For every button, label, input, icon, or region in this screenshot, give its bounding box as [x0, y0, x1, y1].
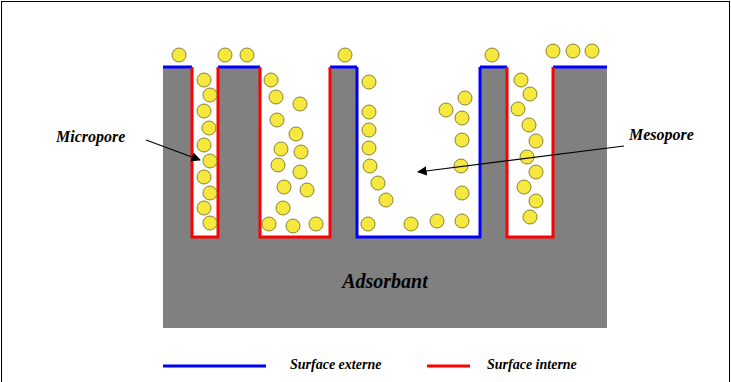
molecule: [455, 133, 469, 147]
molecule: [529, 134, 543, 148]
molecule: [520, 150, 534, 164]
legend-line-sample: [163, 365, 266, 368]
molecule: [338, 48, 352, 62]
molecule: [277, 180, 291, 194]
molecule: [485, 48, 499, 62]
molecule: [455, 111, 469, 125]
molecule: [458, 91, 472, 105]
molecule: [197, 138, 211, 152]
adsorbate-molecules: [172, 44, 599, 233]
molecule: [203, 154, 217, 168]
molecule: [439, 103, 453, 117]
molecule: [430, 214, 444, 228]
molecule: [262, 217, 276, 231]
legend-line-sample: [427, 365, 470, 368]
molecule: [362, 141, 376, 155]
molecule: [455, 214, 469, 228]
molecule: [197, 104, 211, 118]
pore-label: Micropore: [56, 128, 125, 146]
molecule: [566, 44, 580, 58]
molecule: [362, 105, 376, 119]
molecule: [379, 193, 393, 207]
molecule: [269, 90, 283, 104]
pore-label: Mesopore: [629, 126, 694, 144]
leader-line: [418, 146, 624, 172]
molecule: [294, 145, 308, 159]
molecule: [585, 44, 599, 58]
molecule: [289, 127, 303, 141]
molecule: [363, 159, 377, 173]
molecule: [293, 97, 307, 111]
molecule: [202, 121, 216, 135]
leader-line: [146, 140, 200, 160]
mesopore-surface: [357, 67, 480, 237]
molecule: [300, 183, 314, 197]
molecule: [271, 158, 285, 172]
molecule: [371, 176, 385, 190]
molecule: [293, 165, 307, 179]
molecule: [218, 48, 232, 62]
molecule: [276, 201, 290, 215]
molecule: [522, 118, 536, 132]
molecule: [264, 73, 278, 87]
molecule: [203, 88, 217, 102]
molecule: [203, 186, 217, 200]
molecule: [270, 113, 284, 127]
legend-text: Surface externe: [290, 357, 381, 372]
molecule: [240, 48, 254, 62]
molecule: [172, 48, 186, 62]
molecule: [546, 44, 560, 58]
molecule: [514, 73, 528, 87]
molecule: [362, 123, 376, 137]
molecule: [511, 102, 525, 116]
molecule: [286, 219, 300, 233]
molecule: [309, 217, 323, 231]
molecule: [529, 194, 543, 208]
molecule: [203, 216, 217, 230]
legend-text: Surface interne: [487, 357, 577, 372]
molecule: [404, 217, 418, 231]
molecule: [361, 217, 375, 231]
molecule: [362, 75, 376, 89]
molecule: [455, 186, 469, 200]
molecule: [523, 87, 537, 101]
molecule: [529, 165, 543, 179]
internal-surface: [192, 67, 553, 237]
molecule: [274, 142, 288, 156]
molecule: [523, 210, 537, 224]
molecule: [197, 201, 211, 215]
molecule: [197, 170, 211, 184]
adsorbent-body: [163, 67, 607, 328]
material-label: Adsorbant: [342, 270, 428, 292]
molecule: [197, 73, 211, 87]
external-surface: [163, 66, 607, 69]
molecule: [517, 180, 531, 194]
